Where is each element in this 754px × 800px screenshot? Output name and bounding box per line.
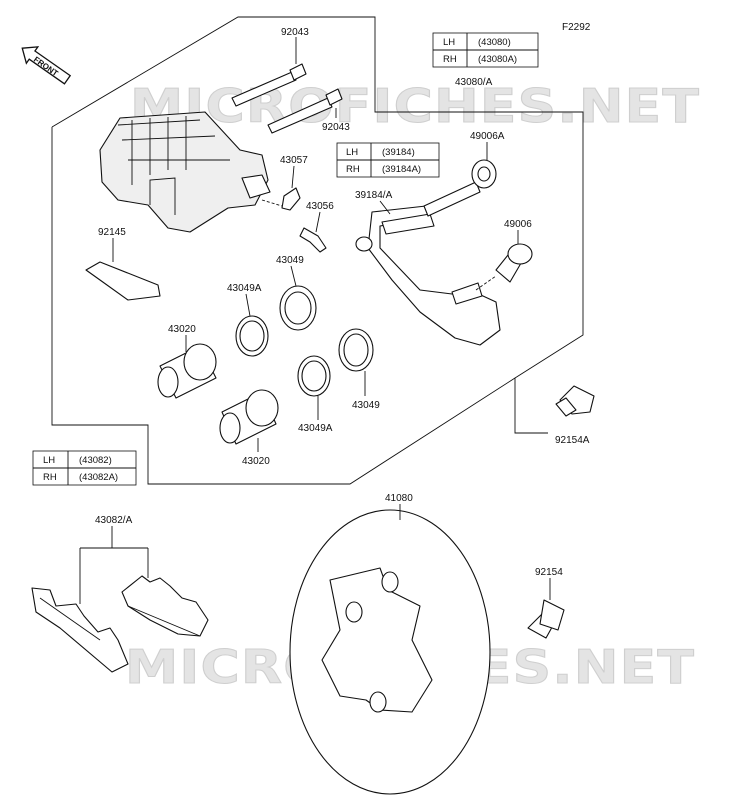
- bolt-92154a: [555, 385, 595, 417]
- pin-92043-lower: [267, 88, 343, 134]
- bolt-49006a: [423, 159, 497, 217]
- label-43049a: 43049A: [227, 283, 262, 294]
- label-43082: 43082/A: [95, 515, 133, 526]
- label-92043: 92043: [281, 27, 309, 38]
- watermark-top: MICROFICHES.NET: [130, 79, 700, 133]
- label-49006a: 49006A: [470, 131, 505, 142]
- label-43057: 43057: [280, 155, 308, 166]
- bolt-49006: [495, 243, 533, 283]
- label-92154a: 92154A: [555, 435, 590, 446]
- label-43020: 43020: [168, 324, 196, 335]
- table-side: LH: [43, 455, 55, 466]
- label-43020: 43020: [242, 456, 270, 467]
- front-arrow-icon: FRONT: [21, 46, 72, 85]
- table-part: (43080): [478, 37, 511, 48]
- pads-side-table: LH (43082) RH (43082A): [32, 450, 137, 486]
- label-43049: 43049: [352, 400, 380, 411]
- brake-pad-right: [121, 575, 209, 637]
- label-43056: 43056: [306, 201, 334, 212]
- label-92154: 92154: [535, 567, 563, 578]
- table-side: RH: [346, 164, 360, 175]
- bracket-side-table: LH (39184) RH (39184A): [336, 142, 440, 178]
- table-part: (39184A): [382, 164, 421, 175]
- label-39184: 39184/A: [355, 190, 393, 201]
- brake-pad-left: [31, 587, 129, 673]
- seal-43049-upper: [279, 285, 317, 331]
- table-part: (43082A): [79, 472, 118, 483]
- label-43080: 43080/A: [455, 77, 493, 88]
- table-side: LH: [443, 37, 455, 48]
- label-43049a: 43049A: [298, 423, 333, 434]
- label-49006: 49006: [504, 219, 532, 230]
- pin-92043-upper: [231, 63, 307, 107]
- caliper-body: [99, 111, 271, 233]
- seal-43049-lower: [338, 328, 374, 372]
- label-92145: 92145: [98, 227, 126, 238]
- seal-43049a-upper: [235, 315, 269, 357]
- table-side: RH: [43, 472, 57, 483]
- table-side: RH: [443, 54, 457, 65]
- caliper-frame: [51, 16, 584, 434]
- pad-spring-92145: [85, 261, 161, 301]
- piston-43020-lower: [219, 389, 279, 445]
- table-part: (39184): [382, 147, 415, 158]
- brake-disc-41080: [289, 509, 491, 795]
- table-part: (43082): [79, 455, 112, 466]
- bolt-92154: [527, 599, 565, 639]
- table-side: LH: [346, 147, 358, 158]
- label-43049: 43049: [276, 255, 304, 266]
- bracket-39184: [355, 205, 501, 346]
- bleed-valve-43056: [299, 227, 327, 253]
- figure-code: F2292: [562, 22, 591, 33]
- clip-43057: [281, 187, 301, 211]
- caliper-side-table: LH (43080) RH (43080A): [432, 32, 539, 68]
- seal-43049a-lower: [297, 355, 331, 397]
- label-92043: 92043: [322, 122, 350, 133]
- piston-43020-upper: [157, 343, 217, 399]
- label-41080: 41080: [385, 493, 413, 504]
- table-part: (43080A): [478, 54, 517, 65]
